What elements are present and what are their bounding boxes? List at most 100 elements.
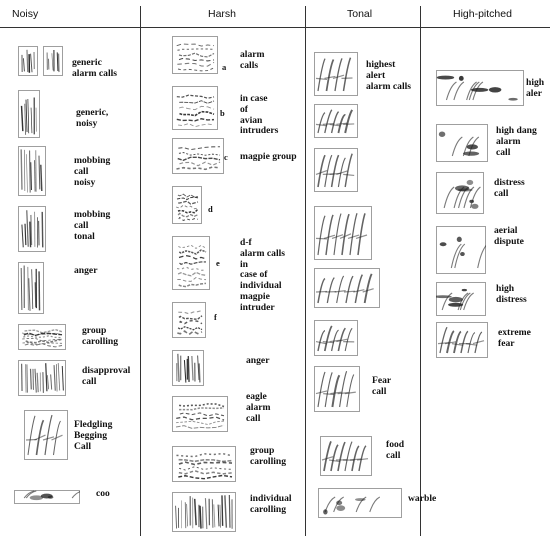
spectrogram-harsh-group (172, 446, 236, 482)
label-high-danger-alarm-call-line: high dang (496, 125, 537, 136)
panel-letter: a (222, 62, 227, 72)
label-alarm-calls-line: alarm (240, 49, 265, 60)
label-group-carolling-line: group (82, 325, 107, 336)
label-high-distress-line: high (496, 283, 515, 294)
label-disapproval-call-line: disapproval (82, 365, 131, 376)
label-avian-intruders-line: intruders (240, 125, 279, 137)
label-highest-alert-alarm-calls-line: alert (366, 69, 386, 81)
spectrogram-high-3 (436, 172, 484, 214)
label-eagle-alarm-call-line: eagle (246, 391, 267, 402)
column-header-noisy: Noisy (12, 8, 39, 20)
label-highest-alert-alarm-calls-line: highest (366, 59, 396, 70)
label-high-alert-line: aler (526, 87, 542, 99)
spectrogram-tonal-warble (318, 488, 402, 518)
label-individual-magpie-intruder-line: d-f (240, 237, 252, 248)
spectrogram-harsh-eagle (172, 396, 228, 432)
panel-letter: f (214, 312, 217, 322)
label-fear-call-line: call (372, 385, 387, 397)
spectrogram-harsh-anger (172, 350, 204, 386)
label-group-carolling-harsh-line: carolling (250, 455, 287, 467)
label-high-danger-alarm-call-line: call (496, 146, 511, 158)
spectrogram-tonal-6 (314, 320, 358, 356)
spectrogram-harsh-f (172, 302, 206, 338)
spectrogram-noisy-6 (18, 324, 66, 350)
panel-letter: d (208, 204, 213, 214)
label-coo-line: coo (96, 488, 110, 499)
label-mobbing-call-tonal-line: tonal (74, 230, 95, 242)
label-distress-call-line: call (494, 187, 509, 199)
panel-letter: e (216, 258, 220, 268)
spectrogram-harsh-a (172, 36, 218, 74)
spectrogram-noisy-1 (18, 46, 38, 76)
spectrogram-harsh-b (172, 86, 218, 130)
label-aerial-dispute-line: dispute (494, 235, 524, 247)
label-extreme-fear-line: fear (498, 337, 515, 349)
label-mobbing-call-noisy-line: mobbing (74, 155, 111, 166)
spectrogram-tonal-fear (314, 366, 360, 412)
label-fledgling-begging-call-line: Fledgling (74, 419, 113, 430)
label-generic-noisy-line: generic, (76, 107, 109, 118)
label-fledgling-begging-call-line: Call (74, 440, 92, 452)
label-generic-noisy: generic,noisy (76, 107, 109, 130)
label-anger-harsh-line: anger (246, 355, 270, 366)
label-eagle-alarm-call-line: call (246, 412, 261, 424)
label-extreme-fear-line: extreme (498, 327, 531, 338)
label-mobbing-call-tonal-line: mobbing (74, 209, 111, 220)
label-highest-alert-alarm-calls-line: alarm calls (366, 80, 412, 92)
label-mobbing-call-tonal-line: call (74, 219, 89, 231)
header-divider (0, 27, 550, 28)
label-fear-call-line: Fear (372, 375, 392, 386)
spectrogram-noisy-4 (18, 206, 46, 252)
spectrogram-tonal-food (320, 436, 372, 476)
label-eagle-alarm-call-line: alarm (246, 401, 271, 413)
label-food-call-line: call (386, 449, 401, 461)
label-group-carolling-line: carolling (82, 335, 119, 347)
column-header-tonal: Tonal (347, 8, 373, 20)
label-anger: anger (74, 265, 97, 277)
label-high-alert-line: high (526, 77, 545, 88)
label-individual-magpie-intruder-line: case of (240, 269, 268, 281)
label-generic-alarm-calls-line: alarm calls (72, 67, 118, 79)
label-anger-harsh: anger (246, 355, 270, 367)
panel-letter: b (220, 108, 225, 118)
label-individual-magpie-intruder-line: alarm calls (240, 247, 286, 259)
label-disapproval-call-line: call (82, 375, 97, 387)
spectrogram-tonal-1 (314, 52, 358, 96)
panel-letter: c (224, 152, 228, 162)
spectrogram-tonal-3 (314, 148, 358, 192)
label-alarm-calls-line: calls (240, 59, 259, 71)
spectrogram-harsh-d (172, 186, 202, 224)
spectrogram-high-2 (436, 124, 488, 162)
spectrogram-noisy-5 (18, 262, 44, 314)
label-generic-alarm-calls-line: generic (72, 57, 102, 68)
spectrogram-high-5 (436, 282, 486, 316)
column-divider-1 (140, 6, 141, 536)
label-avian-intruders-line: of (240, 103, 248, 115)
label-coo: coo (96, 488, 110, 500)
label-avian-intruders-line: in case (240, 93, 268, 104)
spectrogram-tonal-5 (314, 268, 380, 308)
spectrogram-noisy-8 (24, 410, 68, 460)
spectrogram-high-1 (436, 70, 524, 106)
spectrogram-high-6 (436, 322, 488, 358)
label-individual-carolling-line: carolling (250, 503, 287, 515)
spectrogram-harsh-c (172, 138, 224, 174)
label-warble: warble (408, 493, 436, 505)
label-distress-call-line: distress (494, 177, 525, 188)
label-magpie-group-line: magpie group (240, 151, 297, 162)
